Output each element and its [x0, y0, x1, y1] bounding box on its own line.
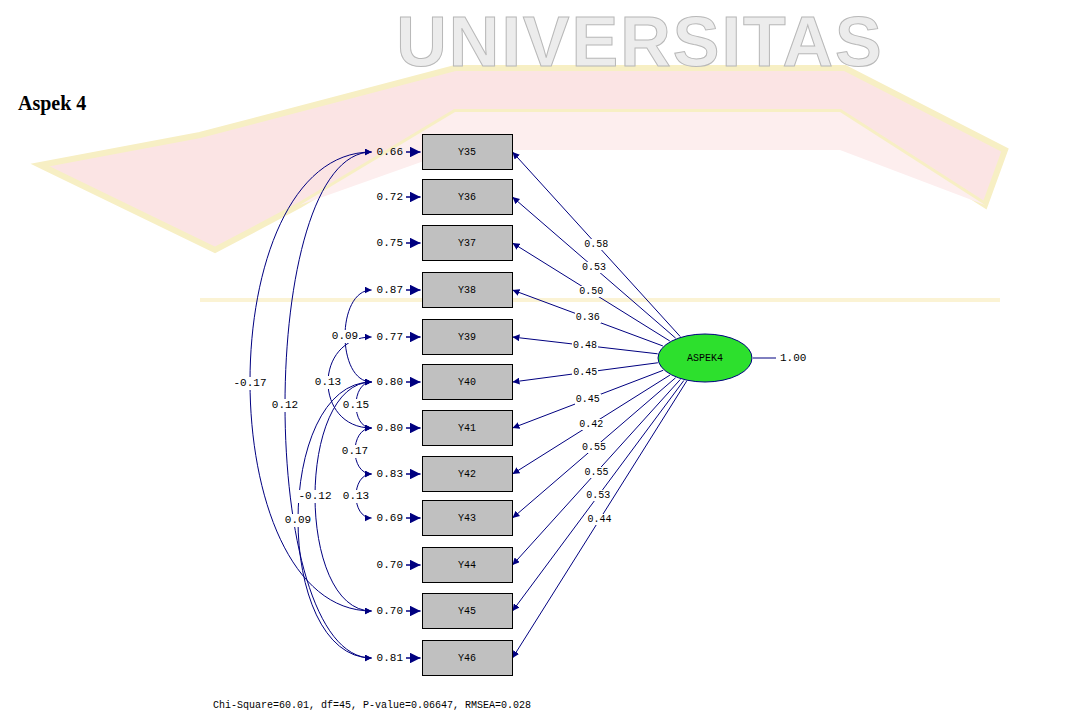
variable-name: Y45	[458, 606, 476, 617]
loading-arrow	[513, 243, 670, 341]
latent-variance: 1.00	[780, 352, 806, 365]
error-arrow	[406, 427, 421, 429]
loading-value: 0.36	[575, 312, 601, 323]
loading-value: 0.58	[583, 239, 609, 250]
loading-arrow	[513, 378, 676, 518]
error-arrow	[406, 381, 421, 383]
variable-name: ASPEK4	[687, 353, 723, 364]
error-arrow	[406, 336, 421, 338]
observed-variable-box: Y38	[422, 272, 513, 308]
variable-name: Y44	[458, 560, 476, 571]
loading-value: 0.55	[581, 442, 607, 453]
error-variance: 0.70	[377, 605, 403, 618]
loading-value: 0.45	[572, 367, 598, 378]
variable-name: Y46	[458, 653, 476, 664]
loading-arrow	[513, 379, 681, 565]
loading-arrow	[513, 290, 663, 346]
loading-arrow	[513, 380, 684, 611]
loading-value: 0.48	[572, 340, 598, 351]
loading-arrow	[513, 197, 676, 338]
error-variance: 0.77	[377, 331, 403, 344]
observed-variable-box: Y37	[422, 225, 513, 261]
observed-variable-box: Y44	[422, 547, 513, 583]
error-covariance: -0.17	[232, 377, 267, 390]
error-variance: 0.83	[377, 468, 403, 481]
observed-variable-box: Y35	[422, 134, 513, 170]
latent-ellipse-shape	[658, 334, 752, 382]
loading-value: 0.45	[575, 394, 601, 405]
loading-arrow	[513, 381, 687, 658]
error-variance: 0.66	[377, 146, 403, 159]
error-covariance: 0.09	[284, 514, 312, 527]
error-covariance: 0.17	[341, 445, 369, 458]
loading-value: 0.42	[578, 419, 604, 430]
loading-arrow	[513, 152, 681, 337]
covariance-arc	[250, 152, 372, 611]
observed-variable-box: Y40	[422, 364, 513, 400]
variable-name: Y36	[458, 192, 476, 203]
variable-name: Y43	[458, 513, 476, 524]
loading-value: 0.53	[581, 262, 607, 273]
error-covariance: 0.09	[331, 330, 359, 343]
observed-variable-box: Y39	[422, 319, 513, 355]
loading-value: 0.50	[578, 286, 604, 297]
logo-banner	[40, 68, 1005, 250]
error-arrow	[406, 196, 421, 198]
loading-arrow	[513, 375, 670, 474]
variable-name: Y35	[458, 147, 476, 158]
error-covariance: 0.15	[342, 399, 370, 412]
error-variance: 0.72	[377, 191, 403, 204]
error-arrow	[406, 151, 421, 153]
diagram-title: Aspek 4	[18, 92, 86, 115]
variable-name: Y42	[458, 469, 476, 480]
observed-variable-box: Y43	[422, 500, 513, 536]
error-arrow	[406, 473, 421, 475]
watermark-text: UNIVERSITAS	[396, 4, 883, 80]
loading-value: 0.55	[583, 467, 609, 478]
variance-line	[753, 358, 776, 359]
error-variance: 0.75	[377, 237, 403, 250]
latent-variable-ellipse: ASPEK4	[657, 333, 753, 383]
error-covariance: -0.12	[297, 490, 332, 503]
error-covariance: 0.12	[271, 399, 299, 412]
error-arrow	[406, 242, 421, 244]
error-variance: 0.69	[377, 512, 403, 525]
fit-statistics: Chi-Square=60.01, df=45, P-value=0.06647…	[213, 700, 531, 711]
error-arrow	[406, 564, 421, 566]
observed-variable-box: Y45	[422, 593, 513, 629]
observed-variable-box: Y42	[422, 456, 513, 492]
variable-name: Y39	[458, 332, 476, 343]
variable-name: Y40	[458, 377, 476, 388]
error-arrow	[406, 657, 421, 659]
loading-arrow	[513, 337, 658, 354]
loading-arrow	[513, 363, 658, 382]
logo-band	[300, 112, 985, 205]
observed-variable-box: Y41	[422, 410, 513, 446]
variable-name: Y38	[458, 285, 476, 296]
loading-value: 0.44	[587, 514, 613, 525]
error-variance: 0.70	[377, 559, 403, 572]
observed-variable-box: Y46	[422, 640, 513, 676]
error-covariance: 0.13	[314, 376, 342, 389]
variable-name: Y37	[458, 238, 476, 249]
observed-variable-box: Y36	[422, 179, 513, 215]
error-arrow	[406, 610, 421, 612]
logo-stripe	[200, 298, 1000, 302]
error-variance: 0.81	[377, 652, 403, 665]
error-variance: 0.80	[377, 376, 403, 389]
error-variance: 0.87	[377, 284, 403, 297]
error-arrow	[406, 289, 421, 291]
error-variance: 0.80	[377, 422, 403, 435]
error-covariance: 0.13	[342, 490, 370, 503]
loading-value: 0.53	[585, 490, 611, 501]
error-arrow	[406, 517, 421, 519]
variable-name: Y41	[458, 423, 476, 434]
